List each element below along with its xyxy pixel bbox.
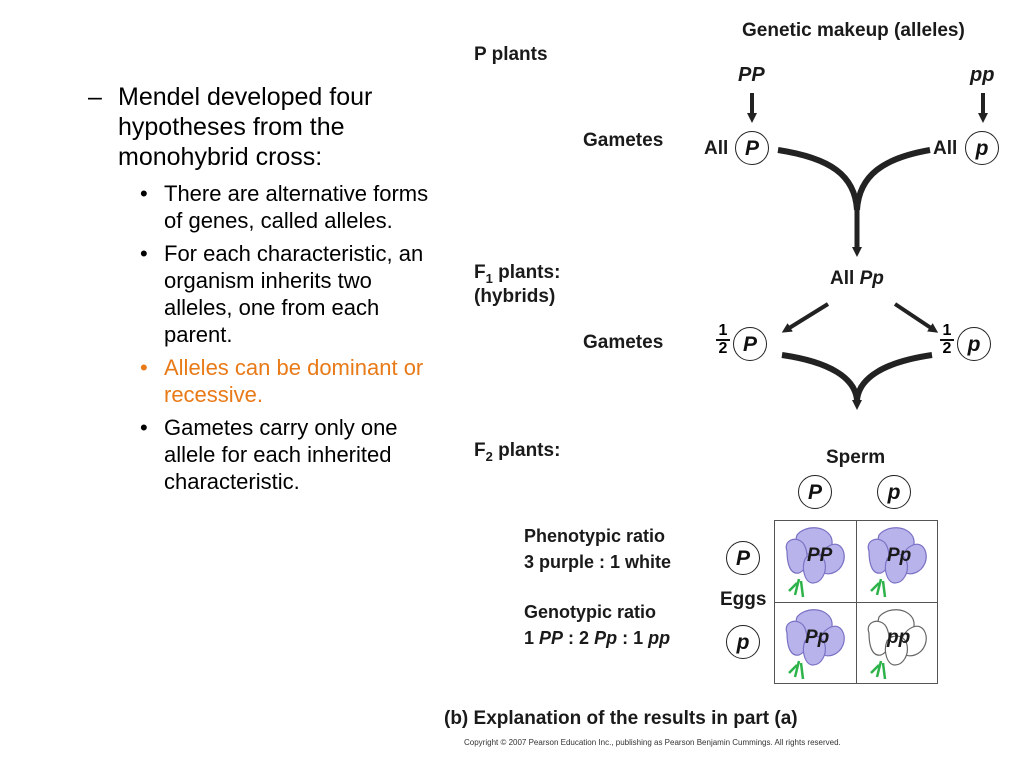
main-bullet-text: Mendel developed four hypotheses from th… (118, 83, 373, 171)
phenotypic-ratio-value: 3 purple : 1 white (524, 552, 672, 572)
cell-genotype: Pp (805, 627, 830, 648)
sub-bullet: • Gametes carry only one allele for each… (88, 414, 438, 495)
egg-circle-p: p (726, 625, 760, 659)
cell-genotype: PP (807, 545, 833, 566)
diagram-title: Genetic makeup (alleles) (742, 20, 965, 41)
bullet-dot: • (140, 181, 148, 206)
genotypic-ratio-title: Genotypic ratio (524, 602, 657, 622)
sub-bullet-text: Alleles can be dominant or recessive. (164, 355, 424, 407)
flower-icon (867, 527, 927, 598)
gametes-label-f1: Gametes (583, 332, 664, 353)
sperm-circle-p: p (877, 475, 911, 509)
sub-bullet: • For each characteristic, an organism i… (88, 240, 438, 348)
flower-icon (867, 609, 927, 680)
sub-bullet-text: For each characteristic, an organism inh… (164, 241, 424, 347)
phenotypic-ratio-title: Phenotypic ratio (524, 526, 666, 546)
all-label-right: All (933, 138, 958, 159)
hybrids-label: (hybrids) (474, 286, 556, 307)
sub-bullet-text: There are alternative forms of genes, ca… (164, 181, 429, 233)
main-bullet: – Mendel developed four hypotheses from … (88, 82, 438, 172)
allele-circle-P-f1: P (733, 327, 767, 361)
flower-stem (788, 660, 805, 680)
gametes-label-p: Gametes (583, 130, 664, 151)
bullet-dot: • (140, 241, 148, 266)
arrow-split-left (781, 302, 830, 333)
all-pp-label: All Pp (830, 268, 884, 289)
flower-icon (785, 527, 845, 598)
p-plants-label: P plants (474, 44, 548, 65)
arrow-split-right (893, 302, 939, 333)
bullet-dot: • (140, 415, 148, 440)
flower-petal (802, 553, 826, 584)
flower-stem (870, 578, 887, 598)
allele-circle-p-f1: p (957, 327, 991, 361)
bullet-dot: • (140, 355, 148, 380)
f2-plants-label: F2 plants: (474, 440, 561, 464)
figure-caption: (b) Explanation of the results in part (… (444, 708, 798, 729)
sub-bullet-highlighted: • Alleles can be dominant or recessive. (88, 354, 438, 408)
pp-recessive-label: pp (970, 64, 995, 86)
punnett-cell-Pp: Pp (775, 603, 856, 684)
punnett-cell-pp: pp (857, 603, 938, 684)
punnett-square: PP Pp Pp pp (774, 520, 938, 684)
sperm-circle-P: P (798, 475, 832, 509)
sperm-label: Sperm (826, 447, 886, 468)
flower-stem (788, 578, 805, 598)
f1-plants-label: F1 plants: (474, 262, 561, 286)
merge-curve (777, 147, 931, 211)
flower-petal (802, 635, 826, 666)
flower-icon (785, 609, 845, 680)
slide-text: – Mendel developed four hypotheses from … (88, 82, 438, 495)
flower-petal (884, 553, 908, 584)
merge-curve-2 (781, 352, 933, 401)
grid-divider (775, 602, 937, 603)
flower-petal (884, 635, 908, 666)
cell-genotype: Pp (887, 545, 912, 566)
all-label-left: All (704, 138, 729, 159)
copyright-notice: Copyright © 2007 Pearson Education Inc.,… (464, 738, 841, 747)
cell-genotype: pp (887, 627, 911, 648)
sub-bullet-text: Gametes carry only one allele for each i… (164, 415, 398, 494)
punnett-cell-Pp: Pp (857, 521, 938, 602)
pp-dominant-label: PP (738, 64, 765, 86)
eggs-label: Eggs (720, 589, 767, 610)
genotypic-ratio-value: 1 PP : 2 Pp : 1 pp (524, 628, 671, 648)
allele-circle-P: P (735, 131, 769, 165)
flower-stem (870, 660, 887, 680)
allele-circle-p: p (965, 131, 999, 165)
dash-marker: – (88, 83, 102, 111)
punnett-cell-PP: PP (775, 521, 856, 602)
egg-circle-P: P (726, 541, 760, 575)
sub-bullet: • There are alternative forms of genes, … (88, 180, 438, 234)
